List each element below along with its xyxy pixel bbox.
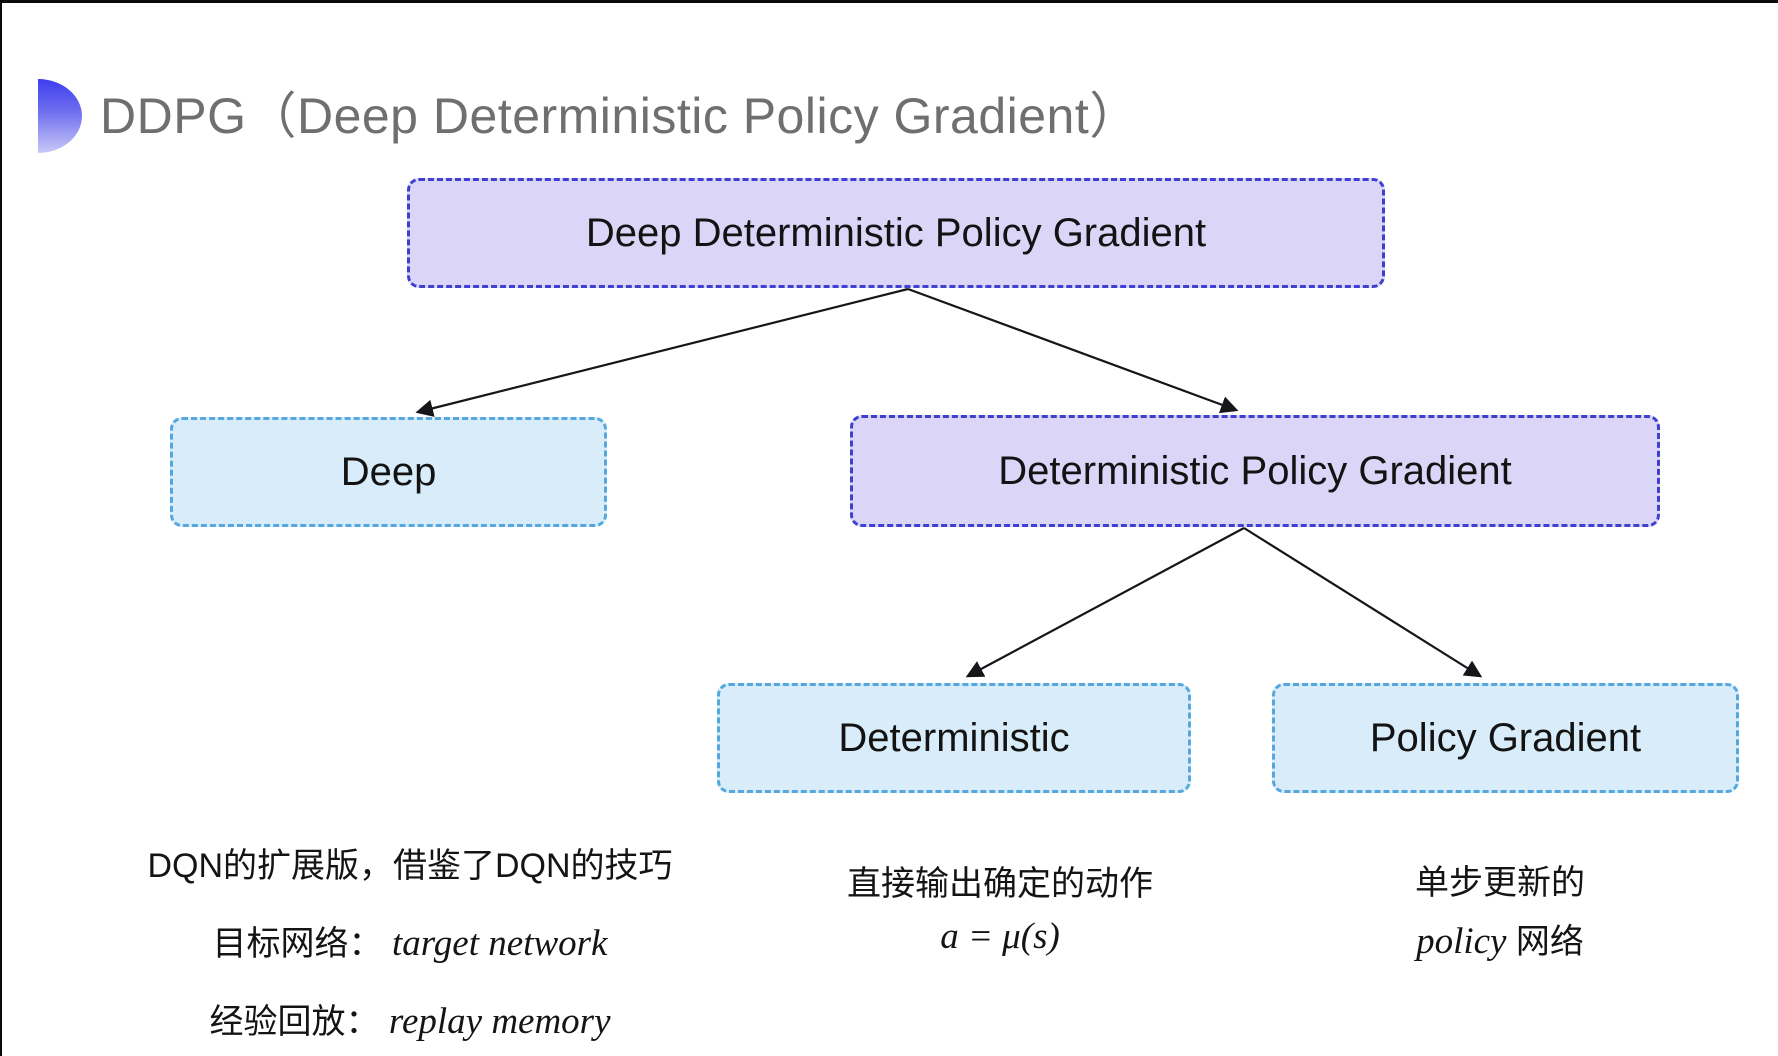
note-policy-word-cn: 网络 xyxy=(1506,923,1584,961)
notes-deterministic: 直接输出确定的动作 a = μ(s) xyxy=(810,856,1190,958)
node-label: Deterministic Policy Gradient xyxy=(998,448,1512,493)
node-deep: Deep xyxy=(170,417,607,527)
frame-left-border xyxy=(0,0,2,1056)
node-policy-gradient: Policy Gradient xyxy=(1272,683,1739,793)
note-replay-label: 经验回放： xyxy=(209,1003,380,1041)
note-target-value: target network xyxy=(391,923,608,964)
node-deterministic-policy-gradient: Deterministic Policy Gradient xyxy=(850,415,1660,527)
frame-top-border xyxy=(0,0,1778,3)
notes-deep: DQN的扩展版，借鉴了DQN的技巧 目标网络： target network 经… xyxy=(125,838,695,1043)
note-formula: a = μ(s) xyxy=(940,916,1060,957)
node-label: Policy Gradient xyxy=(1369,715,1642,760)
note-replay-value: replay memory xyxy=(388,1001,611,1042)
title-accent-icon xyxy=(38,79,82,153)
note-deterministic-line: 直接输出确定的动作 xyxy=(847,865,1153,903)
page-title: DDPG（Deep Deterministic Policy Gradient） xyxy=(100,88,1140,144)
node-label: Deep xyxy=(340,449,437,494)
node-deterministic: Deterministic xyxy=(717,683,1191,793)
node-deep-deterministic-policy-gradient: Deep Deterministic Policy Gradient xyxy=(407,178,1385,288)
note-policy-network: policy 网络 xyxy=(1416,914,1584,963)
node-label: Deterministic xyxy=(838,715,1070,760)
note-replay-memory: 经验回放： replay memory xyxy=(209,994,610,1043)
note-target-network: 目标网络： target network xyxy=(213,916,608,965)
note-policy-line: 单步更新的 xyxy=(1415,864,1585,902)
note-target-label: 目标网络： xyxy=(212,925,383,963)
node-label: Deep Deterministic Policy Gradient xyxy=(585,210,1207,255)
note-policy-word-en: policy xyxy=(1416,921,1507,962)
notes-policy-gradient: 单步更新的 policy 网络 xyxy=(1330,855,1670,963)
note-dqn-summary: DQN的扩展版，借鉴了DQN的技巧 xyxy=(147,847,673,885)
